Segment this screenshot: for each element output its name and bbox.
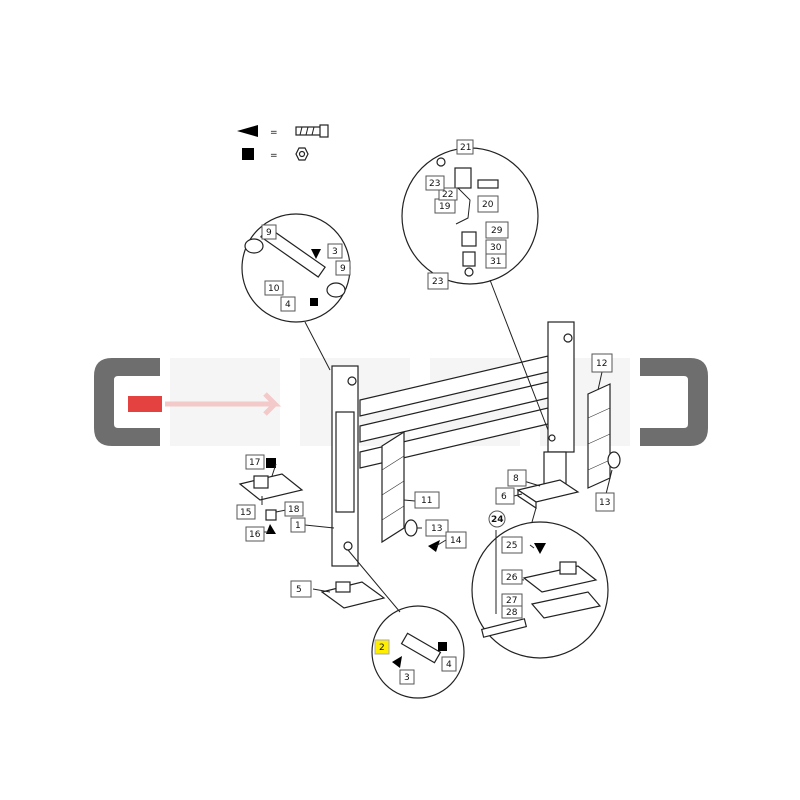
callout-label: 27: [506, 596, 517, 606]
callout-label: 16: [249, 530, 261, 540]
callout-label: 4: [446, 660, 452, 670]
callout-31: [485, 253, 507, 269]
callout-label: 1: [295, 521, 301, 531]
callout-label: 30: [490, 243, 502, 253]
callout-label: 4: [285, 300, 291, 310]
bolt-icon: [295, 124, 329, 138]
callout-label: 20: [482, 200, 494, 210]
callout-5: [290, 580, 312, 598]
callout-28: [501, 605, 523, 619]
detail-pin-bottom-circle: [347, 549, 465, 699]
callout-9-left: [261, 224, 277, 240]
callout-label: 11: [421, 496, 432, 506]
callout-label: 8: [513, 474, 519, 484]
callout-15: [236, 504, 256, 520]
callout-13-left: [425, 519, 449, 537]
callouts: 1 2 3 3 4 4 5 6 8 9 9 10 11 12 13 13 14: [236, 139, 615, 685]
frame-assembly: [238, 321, 621, 609]
callout-label: 17: [249, 458, 260, 468]
callout-23-bottom: [427, 272, 449, 290]
legend: = =: [237, 124, 329, 161]
triangle-symbol: [311, 249, 321, 259]
callout-label: 12: [596, 359, 607, 369]
callout-12: [591, 353, 613, 373]
square-symbol: [310, 298, 318, 306]
callout-label: 9: [340, 264, 346, 274]
detail-base-circle: [471, 507, 609, 659]
callout-25: [501, 536, 523, 554]
callout-24: [488, 510, 506, 528]
callout-label: 6: [501, 492, 507, 502]
callout-label: 23: [432, 277, 443, 287]
callout-14: [445, 531, 467, 549]
callout-label: 9: [266, 228, 272, 238]
callout-label: 13: [431, 524, 442, 534]
callout-label: 28: [506, 608, 518, 618]
callout-label: 3: [404, 673, 410, 683]
callout-label: 31: [490, 257, 501, 267]
callout-label: 23: [429, 179, 440, 189]
square-symbol: [438, 642, 447, 651]
callout-label: 2: [379, 643, 385, 653]
callout-18: [284, 501, 304, 517]
callout-label: 13: [599, 498, 610, 508]
callout-6: [495, 487, 515, 505]
callout-11: [414, 491, 440, 509]
callout-29: [485, 221, 509, 239]
callout-26: [501, 569, 523, 585]
callout-3-bottom: [399, 669, 415, 685]
triangle-symbol: [428, 540, 440, 552]
callout-label: 19: [439, 202, 451, 212]
detail-pin-circle: [241, 213, 351, 371]
callout-9-right: [335, 260, 351, 276]
callout-label: 3: [332, 247, 338, 257]
leader-lines: [261, 371, 613, 614]
callout-4-bottom: [441, 656, 457, 672]
callout-2-highlight: [374, 639, 390, 655]
legend-bolt-eq: =: [270, 128, 278, 138]
legend-nut-eq: =: [270, 151, 278, 161]
triangle-symbol: [392, 656, 402, 668]
callout-21: [456, 139, 474, 155]
callout-4-top: [280, 296, 296, 312]
square-symbol: [242, 148, 254, 160]
callout-label: 29: [491, 226, 503, 236]
callout-10: [264, 280, 284, 296]
callout-label: 21: [460, 143, 471, 153]
triangle-symbol: [237, 125, 258, 137]
callout-label: 18: [288, 505, 300, 515]
callout-label: 22: [442, 190, 453, 200]
square-symbol: [266, 458, 276, 468]
callout-label: 15: [240, 508, 251, 518]
callout-17: [245, 454, 265, 470]
callout-1: [290, 517, 306, 533]
callout-label: 25: [506, 541, 517, 551]
callout-label: 26: [506, 573, 518, 583]
callout-label: 10: [268, 284, 280, 294]
callout-label: 5: [296, 585, 302, 595]
callout-label: 24: [491, 515, 504, 525]
nut-icon: [295, 147, 309, 161]
callout-label: 14: [450, 536, 462, 546]
callout-3-top: [327, 243, 343, 259]
triangle-symbol: [534, 543, 546, 554]
callout-8: [507, 469, 527, 487]
callout-16: [245, 526, 265, 542]
callout-23-top: [425, 175, 445, 191]
callout-13-right: [595, 492, 615, 512]
callout-20: [477, 195, 499, 213]
callout-22: [438, 187, 458, 201]
